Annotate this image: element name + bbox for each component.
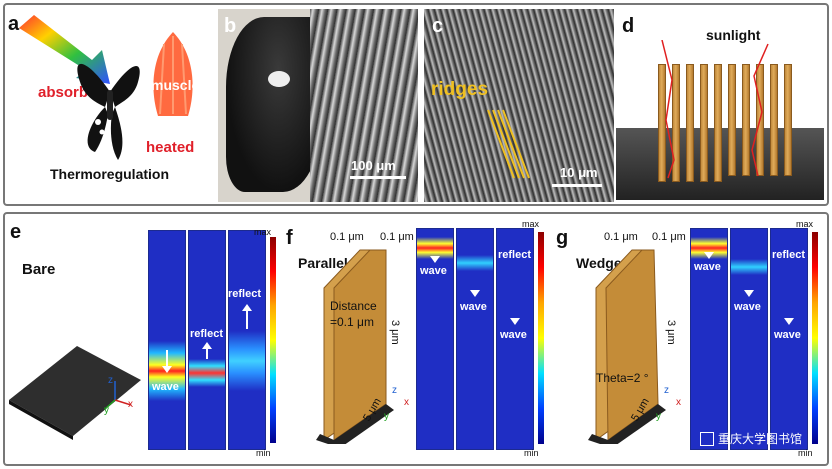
e-reflect-text-2: reflect <box>228 288 262 300</box>
panel-g-axis-y: y <box>656 411 661 422</box>
e-reflect-arrow-stem-1 <box>206 349 208 359</box>
e-wave-text: wave <box>152 381 179 393</box>
sim-e-2 <box>188 230 226 450</box>
panel-d-sunlight-text: sunlight <box>706 27 761 43</box>
library-logo-icon <box>700 432 714 446</box>
panel-f-height: 3 μm <box>389 320 401 345</box>
panel-e-label: e <box>10 221 22 243</box>
g-arrow-icon-1 <box>704 252 714 259</box>
f-wave-text-2: wave <box>460 301 487 313</box>
panel-f-dim2: 0.1 μm <box>380 231 414 243</box>
scale-sem-image <box>310 9 418 202</box>
e-reflect-text-1: reflect <box>190 328 224 340</box>
muscle-text: muscle <box>151 77 200 93</box>
f-arrow-icon-3 <box>510 318 520 325</box>
e-wave-arrow-stem <box>166 350 168 366</box>
sim-f-2 <box>456 228 494 450</box>
muscle-icon <box>153 32 193 116</box>
sim-g-2 <box>730 228 768 450</box>
butterfly-wing-photo <box>226 17 321 192</box>
f-wave-text-1: wave <box>420 265 447 277</box>
panel-g-axis-z: z <box>664 385 669 396</box>
panel-f-title: Parallel <box>298 255 348 271</box>
colorbar-g-min: min <box>798 448 813 458</box>
panel-b-scalebar <box>350 176 406 179</box>
f-arrow-icon-2 <box>470 290 480 297</box>
g-wave-text-2: wave <box>734 301 761 313</box>
wedge-plates-icon <box>588 249 666 444</box>
panel-g-dim1: 0.1 μm <box>604 231 638 243</box>
panel-b-scale-text: 100 μm <box>351 158 396 173</box>
sim-e-3 <box>228 230 266 450</box>
colorbar-f <box>538 232 544 444</box>
panel-g-title: Wedge <box>576 255 622 271</box>
colorbar-f-max: max <box>522 219 540 229</box>
e-wave-arrow-icon <box>162 366 172 373</box>
watermark-text: 重庆大学图书馆 <box>718 432 803 446</box>
panel-e-axis-y: y <box>104 405 109 416</box>
wing-spot <box>268 71 290 87</box>
panel-g-height: 3 μm <box>665 320 677 345</box>
e-reflect-arrow-icon-2 <box>242 304 252 311</box>
panel-f-distance: Distance <box>330 299 377 313</box>
absorb-text: absorb <box>38 84 89 101</box>
panel-g-axis-x: x <box>676 397 681 408</box>
f-reflect-text: reflect <box>498 249 532 261</box>
panel-d-label: d <box>622 15 635 37</box>
colorbar-e <box>270 237 276 443</box>
thermoregulation-caption: Thermoregulation <box>50 166 170 182</box>
panel-f-axis-y: y <box>384 411 389 422</box>
g-arrow-icon-2 <box>744 290 754 297</box>
panel-e-axis-x: x <box>128 399 133 410</box>
panel-b-label: b <box>224 15 237 37</box>
panel-e-axes-icon <box>104 381 132 410</box>
panel-c-scalebar <box>552 184 602 187</box>
colorbar-g-max: max <box>796 219 814 229</box>
e-reflect-arrow-stem-2 <box>246 311 248 329</box>
panel-f-dim1: 0.1 μm <box>330 231 364 243</box>
panel-g-dim2: 0.1 μm <box>652 231 686 243</box>
parallel-plates-icon <box>316 249 394 444</box>
ridges-highlight-icon <box>487 109 530 179</box>
sim-g-1 <box>690 228 728 450</box>
panel-a-label: a <box>8 13 20 35</box>
panel-b-photo <box>218 9 418 202</box>
sim-f-3 <box>496 228 534 450</box>
g-reflect-text: reflect <box>772 249 806 261</box>
panel-f-axis-z: z <box>392 385 397 396</box>
colorbar-f-min: min <box>524 448 539 458</box>
g-arrow-icon-3 <box>784 318 794 325</box>
bare-substrate-icon <box>9 346 141 440</box>
sim-g-3 <box>770 228 808 450</box>
panel-e-axis-z: z <box>108 375 113 386</box>
panel-c-label: c <box>432 15 444 37</box>
sim-e-1 <box>148 230 186 450</box>
panel-e-title: Bare <box>22 261 56 278</box>
sim-f-1 <box>416 228 454 450</box>
panel-f-label: f <box>286 227 293 249</box>
panel-c-sem-image <box>424 9 614 202</box>
colorbar-e-max: max <box>254 227 272 237</box>
panel-g-theta: Theta=2 ° <box>596 371 649 385</box>
light-paths-icon <box>661 40 769 179</box>
colorbar-g <box>812 232 818 444</box>
panel-f-distance-val: =0.1 μm <box>330 315 374 329</box>
g-wave-text-3: wave <box>774 329 801 341</box>
ridges-text: ridges <box>431 79 489 100</box>
panel-c-scale-text: 10 μm <box>560 165 598 180</box>
g-wave-text-1: wave <box>694 261 721 273</box>
f-arrow-icon-1 <box>430 256 440 263</box>
heated-text: heated <box>146 139 195 156</box>
panel-g-label: g <box>556 227 569 249</box>
panel-f-axis-x: x <box>404 397 409 408</box>
e-reflect-arrow-icon-1 <box>202 342 212 349</box>
f-wave-text-3: wave <box>500 329 527 341</box>
butterfly-icon <box>77 63 140 160</box>
colorbar-e-min: min <box>256 448 271 458</box>
